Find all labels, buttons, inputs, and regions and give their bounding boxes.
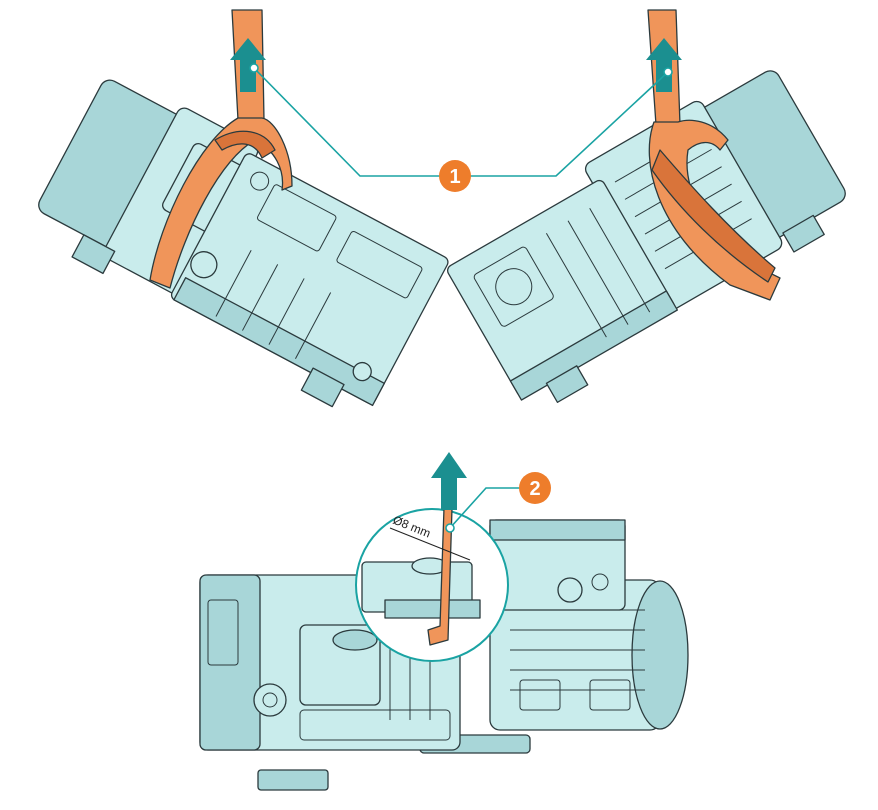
eyebolt-detail-magnifier: Ø8 mm (355, 507, 509, 662)
lift-arrow-right (646, 38, 682, 92)
callout-label-1: 1 (449, 166, 460, 188)
callout-label-2: 2 (529, 478, 540, 500)
callout-1-leaders (249, 63, 673, 177)
callout-badge-1: 1 (439, 160, 471, 192)
callout-2-leader (445, 487, 520, 533)
pump-bottom-lifted (199, 519, 689, 791)
pump-right-body (447, 70, 846, 404)
lift-arrow-bottom (431, 452, 467, 510)
pump-right-lifted (447, 9, 846, 404)
lift-arrow-left (230, 38, 266, 92)
pump-left-lifted (38, 9, 449, 408)
callout-badge-2: 2 (519, 472, 551, 504)
